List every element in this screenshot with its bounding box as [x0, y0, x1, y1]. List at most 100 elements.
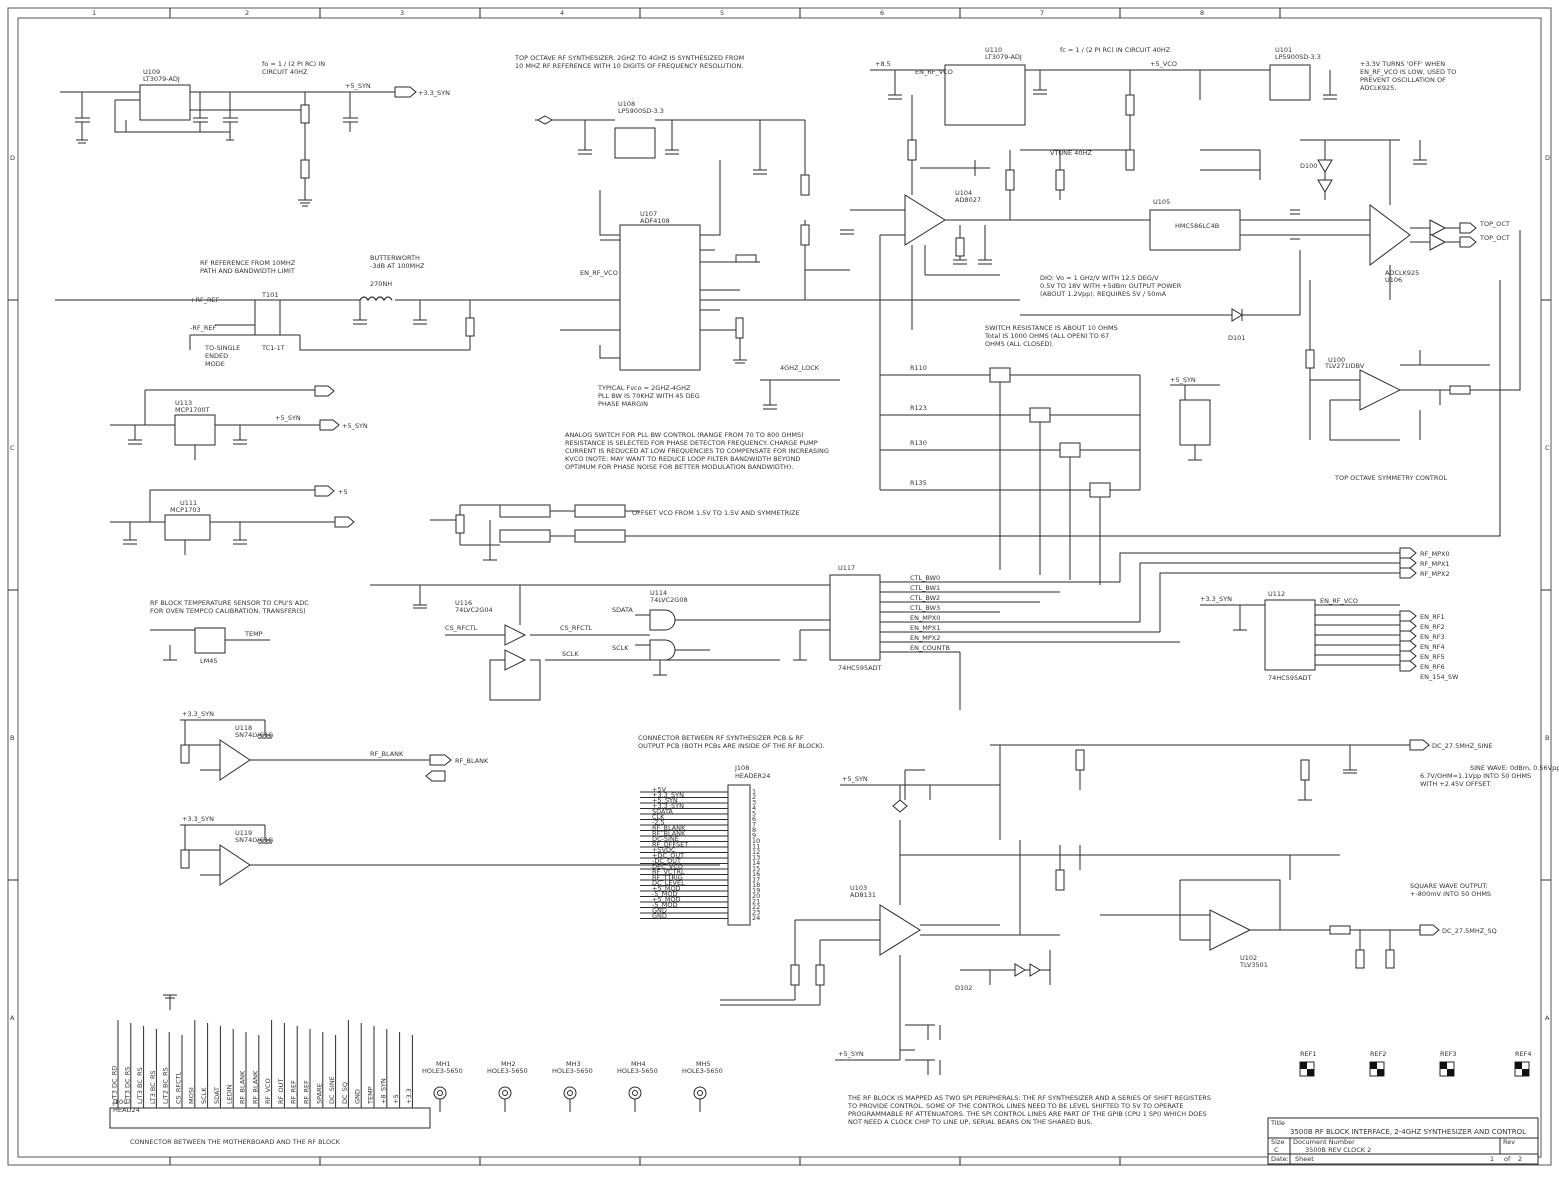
zone-row-label: D [1545, 154, 1550, 162]
label-lock: 4GHZ_LOCK [780, 364, 820, 372]
u113-body [174, 414, 216, 446]
fiducial-quadrant [1300, 1062, 1307, 1069]
j108-pin-number: 4 [752, 804, 756, 812]
j100-pin-label: +3.3 [405, 1088, 413, 1104]
ctl-line: CTL_BW1 [910, 584, 940, 592]
j108-pin-label: -2.5 [652, 818, 665, 826]
rf-reference-filter: RF REFERENCE FROM 10MHZ PATH AND BANDWID… [55, 254, 540, 368]
u112-shift-register [1264, 599, 1316, 671]
zone-col-label: 3 [400, 9, 404, 17]
zone-col-label: 8 [1200, 9, 1204, 17]
r135-label: R135 [910, 479, 927, 487]
j108-value: HEADER24 [735, 772, 770, 780]
label-rf-blank: RF_BLANK [370, 750, 404, 758]
j108-pin-label: +5V [652, 785, 667, 793]
switch-supply-ic [1179, 399, 1211, 446]
note-switch-res: OHMS (ALL CLOSED). [985, 340, 1054, 348]
u104-value: AD8027 [955, 196, 981, 204]
note-sine-wave: WITH +2.45V OFFSET. [1420, 780, 1492, 788]
mounting-hole-value: HOLE3-5650 [487, 1067, 528, 1075]
note-fc-1: fo = 1 / (2 PI RC) IN [262, 60, 325, 68]
mounting-hole-center [697, 1090, 703, 1096]
fiducial-ref: REF2 [1370, 1050, 1387, 1058]
note-butterworth: -3dB AT 100MHZ [370, 262, 425, 270]
u100-value: TLV271IDBV [1324, 362, 1365, 370]
note-top-octave: TOP OCTAVE RF SYNTHESIZER. 2GHZ TO 4GHZ … [514, 54, 744, 62]
mounting-hole-center [437, 1090, 443, 1096]
mounting-hole-center [567, 1090, 573, 1096]
u100-opamp [1359, 369, 1402, 411]
j108-pin-label: CLK [652, 813, 665, 821]
note-temp-sensor: RF BLOCK TEMPERATURE SENSOR TO CPU'S ADC [150, 599, 309, 607]
size-value: C [1274, 1146, 1279, 1154]
u105-ref: U105 [1153, 198, 1170, 206]
title-text: 3500B RF BLOCK INTERFACE, 2-4GHZ SYNTHES… [1290, 1128, 1526, 1136]
u107-body [619, 224, 701, 371]
j100-pin-label: RF_REF [303, 1080, 311, 1104]
u102-value: TLV3501 [1239, 961, 1268, 969]
en-line-label: EN_RF4 [1420, 643, 1445, 651]
fiducial-quadrant [1377, 1069, 1384, 1076]
zone-col-label: 6 [880, 9, 884, 17]
zone-row-label: A [1545, 1014, 1550, 1022]
j100-pin-label: L/T3 DC_RS [123, 1067, 131, 1104]
u100-ref: U100 [1328, 356, 1345, 364]
j108-pin-number: 10 [752, 837, 760, 845]
zone-col-label: 4 [560, 9, 564, 17]
ctl-line: EN_COUNTB [910, 644, 950, 652]
j100-pin-label: MOSI [187, 1087, 195, 1104]
j108-pin-label: RF_BLANK [652, 829, 686, 837]
j108-pin-label: GND [652, 912, 667, 920]
u116-value: 74LVC2G04 [455, 606, 493, 614]
j108-pin-label: SDATA [652, 807, 673, 815]
note-rf-ref: PATH AND BANDWIDTH LIMIT [200, 267, 295, 275]
u112-ref: U112 [1268, 590, 1285, 598]
u112-value: 74HC595ADT [1268, 674, 1312, 682]
note-output-power: 0.5V TO 18V WITH +5dBm OUTPUT POWER [1040, 282, 1182, 290]
r130-label: R130 [910, 439, 927, 447]
zone-row-label: C [10, 444, 15, 452]
j100-pin-label: RF_VCO [264, 1078, 272, 1104]
sheet-label: Sheet [1295, 1155, 1314, 1163]
note-diff-mode: MODE [205, 360, 225, 368]
j108-pin-number: 17 [752, 876, 760, 884]
j108-pin-number: 5 [752, 810, 756, 818]
fiducial-quadrant [1515, 1062, 1522, 1069]
ctl-line: CTL_BW3 [910, 604, 940, 612]
note-bottom: THE RF BLOCK IS MAPPED AS TWO SPI PERIPH… [847, 1094, 1211, 1102]
j108-pin-label: +5_SYN [652, 796, 678, 804]
j100-pin-label: DC_SINE [328, 1076, 336, 1104]
j100-ref: J100 [112, 1098, 127, 1106]
j108-pin-number: 16 [752, 870, 760, 878]
en-line-label: EN_154_SW [1420, 673, 1459, 681]
j100-pin-label: LT3 BC_RS [149, 1070, 157, 1104]
j108-pin-number: 18 [752, 881, 760, 889]
fiducial-ref: REF1 [1300, 1050, 1317, 1058]
j108-pin-label: RF_BLANK [652, 824, 686, 832]
label-sdata: SDATA [612, 606, 633, 614]
u119-buffer [219, 844, 251, 886]
u111-ref: U111 [180, 499, 197, 507]
net-label-5-syn: +5_SYN [345, 82, 371, 90]
u103-ref: U103 [850, 884, 867, 892]
u101-body [1269, 64, 1311, 101]
u116-ref: U116 [455, 599, 472, 607]
note-analog-switch: KVCO (NOTE: MAY WANT TO REDUCE LOOP FILT… [565, 455, 800, 463]
regulators-left: U113 MCP1700T +5_SYN +5_SYN U111 MCP1703… [110, 385, 368, 555]
j108-pin-number: 11 [752, 843, 760, 851]
u114-value: 74LVC2G08 [650, 596, 688, 604]
note-pll-bw: PHASE MARGIN [598, 400, 648, 408]
u111-value: MCP1703 [170, 506, 201, 514]
j108-pin-number: 22 [752, 903, 760, 911]
u119-value: SN74LVC1G [235, 836, 273, 844]
j108-pin-number: 15 [752, 865, 760, 873]
j100-pin-label: +8_SYN [379, 1078, 387, 1104]
sheet-value: 1 [1490, 1155, 1494, 1163]
j108-pin-label: DEC_VCO [652, 862, 683, 870]
fiducial-quadrant [1440, 1062, 1447, 1069]
label-dc-sine: DC_27.5MHZ_SINE [1432, 742, 1492, 750]
u116-inv-b [504, 649, 527, 671]
blank-buffers: U118 SN74LVC1G +3.3_SYN RF_BLANK RF_BLAN… [180, 710, 720, 886]
j108-pin-number: 14 [752, 859, 760, 867]
j100-pin-label: RF_BLANK [239, 1070, 247, 1104]
